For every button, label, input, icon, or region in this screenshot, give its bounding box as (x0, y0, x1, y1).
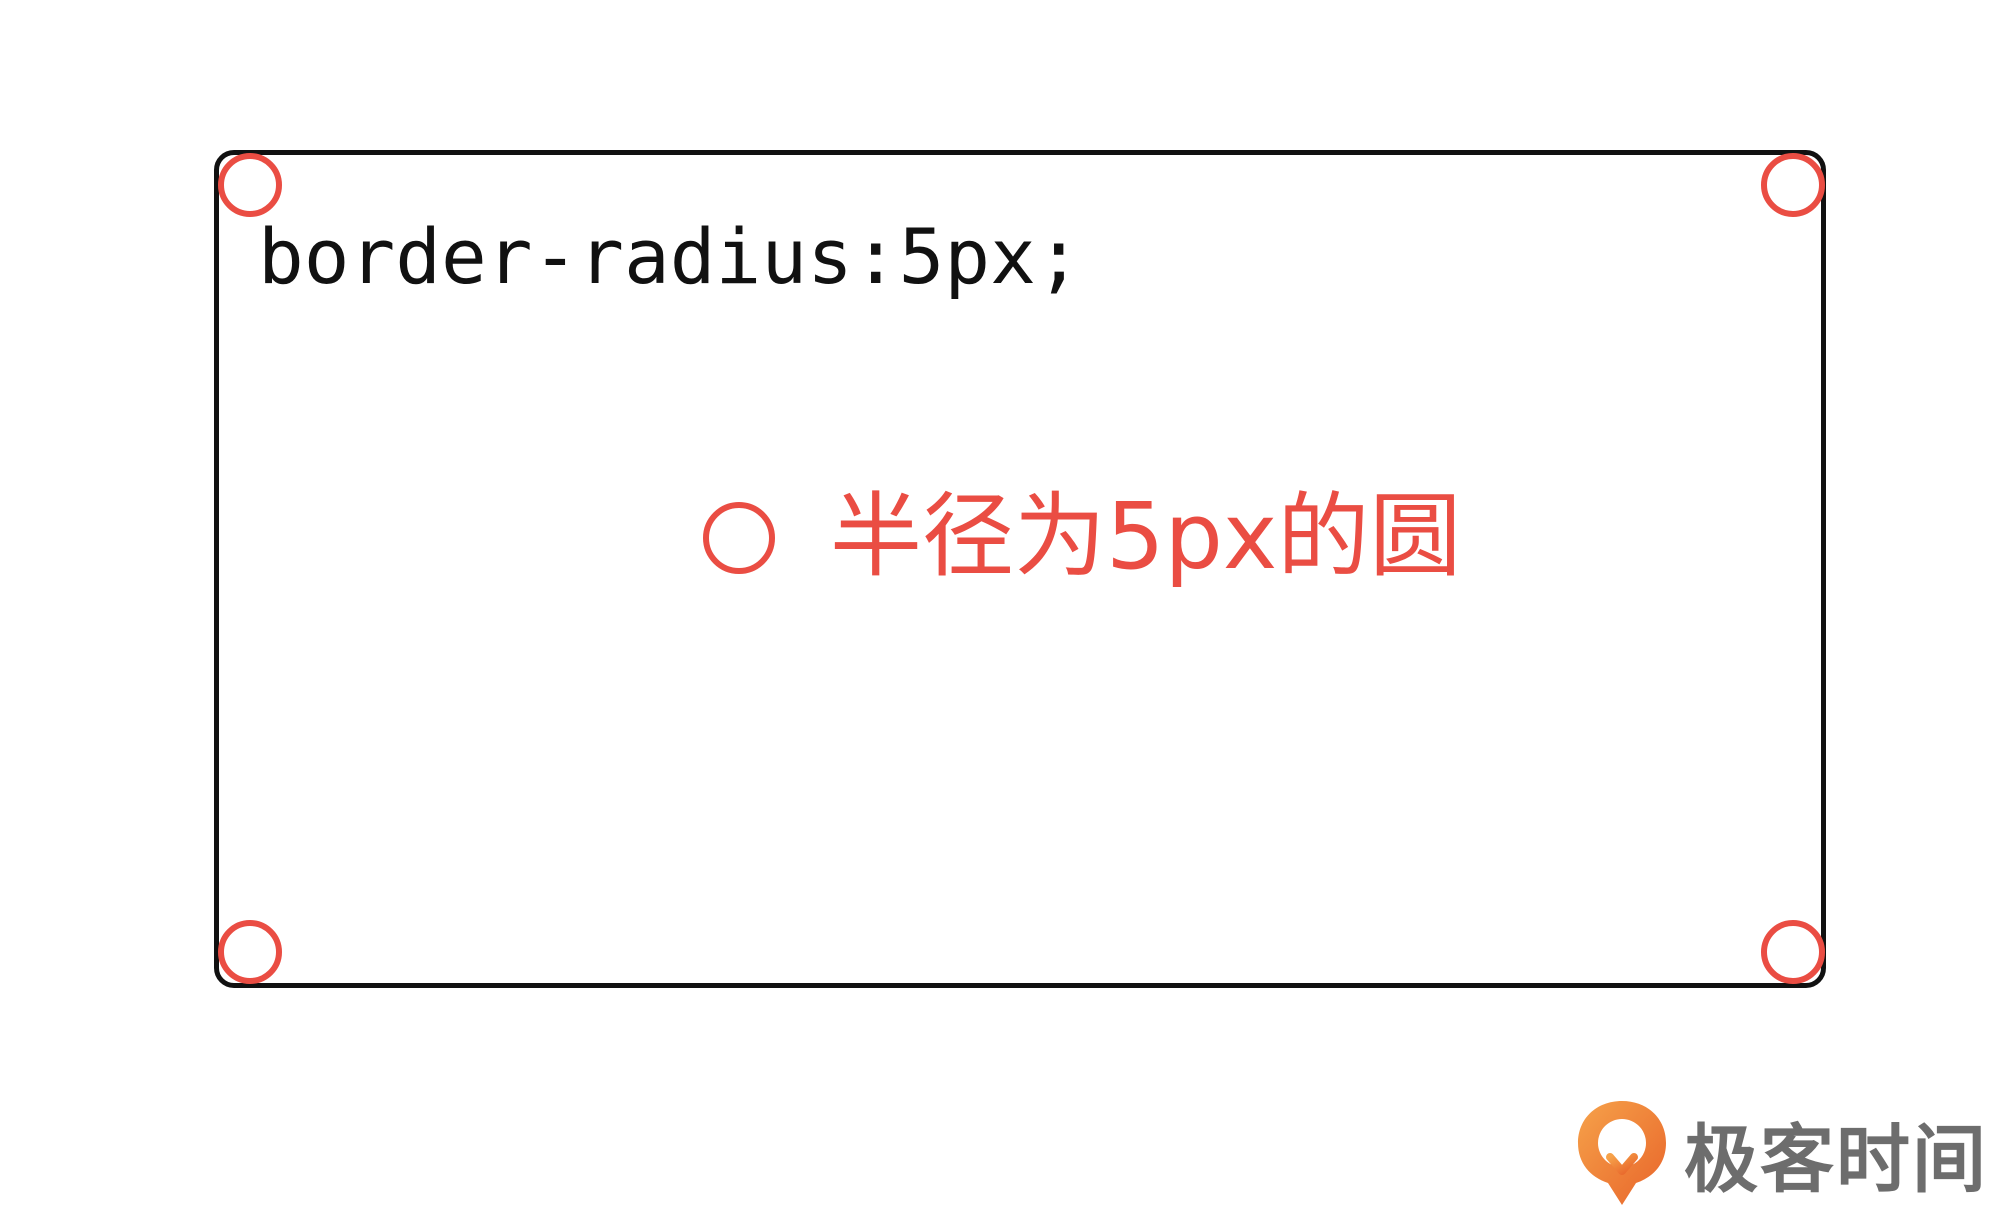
brand-name-text: 极客时间 (1684, 1116, 1988, 1203)
geektime-logo-icon (1578, 1101, 1666, 1205)
legend-circle-icon (703, 502, 775, 574)
legend-label: 半径为5px的圆 (830, 483, 1462, 590)
corner-radius-marker-top-right (1761, 153, 1825, 217)
brand-watermark: 极客时间 (1574, 1098, 1988, 1208)
corner-radius-marker-bottom-right (1761, 920, 1825, 984)
css-code-label: border-radius:5px; (258, 212, 1082, 301)
corner-radius-marker-bottom-left (218, 920, 282, 984)
corner-radius-marker-top-left (218, 153, 282, 217)
rounded-rectangle (214, 150, 1826, 988)
